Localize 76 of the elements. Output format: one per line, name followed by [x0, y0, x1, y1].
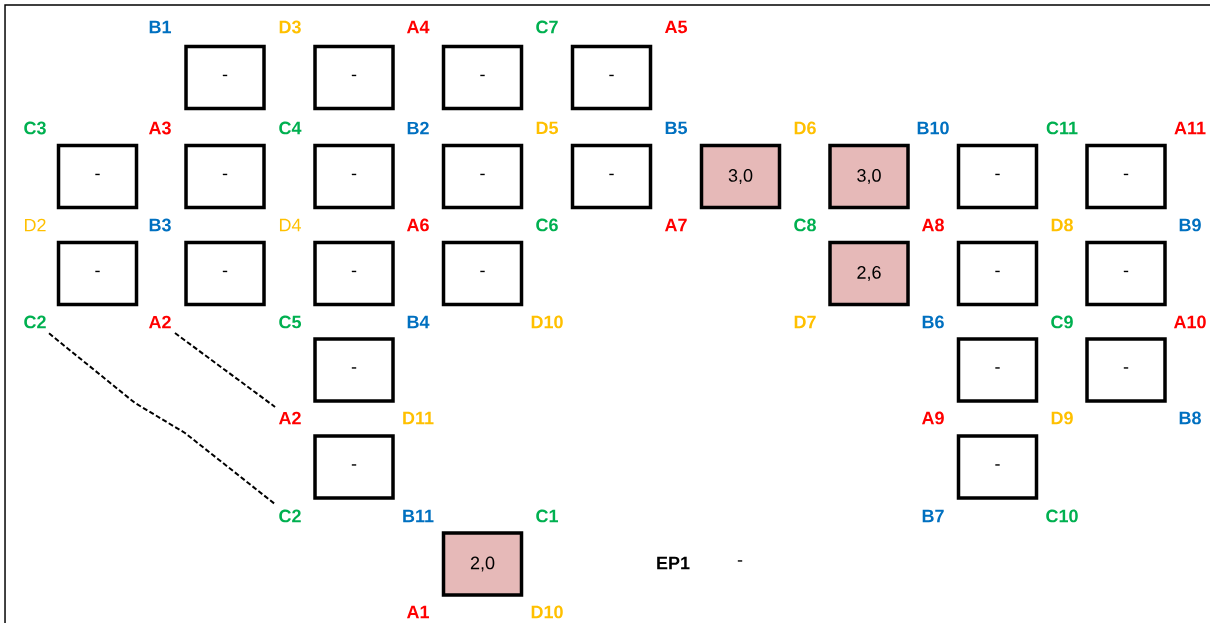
corner-label: B2 — [407, 121, 429, 135]
corner-label: C11 — [1046, 121, 1078, 135]
square-box: - — [313, 240, 395, 307]
corner-label: C1 — [536, 509, 558, 523]
value-text: - — [737, 560, 743, 562]
corner-label: C2 — [24, 315, 46, 329]
square-box: - — [56, 240, 139, 307]
label-text: EP1 — [657, 556, 690, 570]
square-box: 3,0 — [699, 143, 782, 210]
square-box: - — [184, 44, 266, 111]
corner-label: C4 — [279, 121, 302, 135]
square-box: - — [956, 337, 1039, 403]
corner-label: C6 — [536, 218, 558, 232]
square-box: - — [441, 44, 524, 111]
corner-label: A11 — [1174, 121, 1206, 135]
square-box: 3,0 — [828, 143, 910, 210]
corner-label: D10 — [531, 605, 563, 619]
square-box: - — [956, 240, 1039, 307]
square-box: - — [1085, 337, 1167, 403]
square-box: - — [313, 434, 395, 500]
corner-label: D3 — [279, 20, 301, 34]
square-box: - — [313, 44, 395, 111]
square-box: - — [313, 143, 395, 210]
corner-label: A9 — [921, 411, 944, 425]
corner-label: B5 — [665, 121, 687, 135]
corner-label: C3 — [24, 121, 46, 135]
corner-label: C9 — [1051, 315, 1073, 329]
corner-label: A8 — [921, 218, 944, 232]
square-box: - — [570, 44, 653, 111]
corner-label: B6 — [922, 315, 944, 329]
corner-label: B1 — [149, 20, 171, 34]
corner-label: A10 — [1173, 315, 1206, 329]
corner-label: A3 — [148, 121, 171, 135]
corner-label: D11 — [403, 411, 434, 425]
corner-label: B9 — [1179, 218, 1201, 232]
corner-label: A6 — [406, 218, 429, 232]
square-box: - — [441, 240, 524, 307]
square-box: - — [184, 240, 266, 307]
corner-label: B7 — [922, 509, 944, 523]
square-box: - — [1085, 143, 1167, 210]
square-box: - — [313, 337, 395, 403]
corner-label: D6 — [794, 121, 816, 135]
corner-label: A7 — [664, 218, 687, 232]
corner-label: A2 — [278, 411, 301, 425]
square-box: 2,0 — [441, 531, 524, 597]
corner-label: A2 — [148, 315, 171, 329]
square-box: - — [956, 143, 1039, 210]
corner-label: C8 — [794, 218, 816, 232]
corner-label: D5 — [536, 121, 558, 135]
square-box: - — [441, 143, 524, 210]
dashed-line — [173, 332, 277, 408]
corner-label: B11 — [403, 509, 434, 523]
square-box: - — [1085, 240, 1167, 307]
dashed-line — [48, 332, 277, 506]
square-box: - — [184, 143, 266, 210]
corner-label: D10 — [531, 315, 563, 329]
corner-label: D8 — [1051, 218, 1073, 232]
square-box: - — [570, 143, 653, 210]
corner-label: C5 — [279, 315, 301, 329]
corner-label: A4 — [406, 20, 430, 34]
square-box: 2,6 — [828, 240, 910, 307]
square-box: - — [56, 143, 139, 210]
corner-label: A1 — [406, 605, 429, 619]
corner-label: A5 — [664, 20, 687, 34]
corner-label: C2 — [279, 509, 301, 523]
corner-label: B3 — [149, 218, 171, 232]
corner-label: C10 — [1046, 509, 1078, 523]
corner-label: B4 — [407, 315, 430, 329]
corner-label: B10 — [917, 121, 949, 135]
corner-label: D2 — [25, 218, 46, 232]
corner-label: D7 — [794, 315, 816, 329]
corner-label: D4 — [280, 218, 301, 232]
corner-label: D9 — [1051, 411, 1073, 425]
corner-label: B8 — [1179, 411, 1201, 425]
square-box: - — [956, 434, 1039, 500]
corner-label: C7 — [536, 20, 558, 34]
